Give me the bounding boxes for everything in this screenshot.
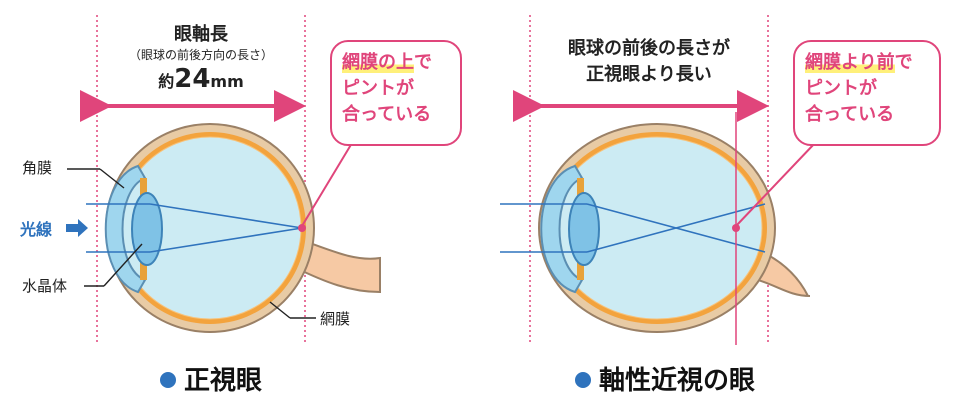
callout-right-line2: ピントが: [805, 78, 877, 99]
axial-length-title: 眼軸長: [174, 24, 228, 45]
caption-left-text: 正視眼: [184, 366, 263, 396]
focal-point-left: [298, 224, 306, 232]
axial-length-number: 24: [174, 64, 211, 94]
callout-right-highlight: 網膜より前: [805, 52, 895, 73]
callout-right-line1-rest: で: [894, 52, 913, 73]
axial-length-unit: mm: [210, 72, 244, 91]
right-header-line2: 正視眼より長い: [586, 64, 712, 85]
caption-right: 軸性近視の眼: [575, 360, 755, 397]
caption-dot-right: [575, 371, 591, 388]
left-eye: [66, 15, 381, 345]
callout-left-line3: 合っている: [342, 104, 432, 125]
callout-left-highlight: 網膜の上: [342, 52, 414, 73]
label-cornea: 角膜: [22, 159, 53, 177]
label-light: 光線: [20, 220, 53, 239]
axial-length-prefix: 約: [158, 72, 175, 91]
label-retina: 網膜: [320, 310, 351, 328]
callout-right: 網膜より前で ピントが 合っている: [793, 40, 941, 146]
callout-left-line2: ピントが: [342, 78, 414, 99]
callout-right-line3: 合っている: [805, 104, 895, 125]
focal-point-right: [732, 224, 740, 232]
right-header-line1: 眼球の前後の長さが: [568, 38, 730, 59]
callout-left-line1-rest: で: [414, 52, 432, 73]
right-header: 眼球の前後の長さが 正視眼より長い: [534, 36, 764, 88]
callout-left: 網膜の上で ピントが 合っている: [330, 40, 462, 146]
caption-dot-left: [160, 371, 176, 388]
caption-left: 正視眼: [160, 360, 262, 397]
axial-length-subtitle: （眼球の前後方向の長さ）: [128, 48, 273, 62]
light-arrow-icon: [66, 219, 88, 237]
axial-length-value: 約24mm: [101, 64, 301, 94]
optic-nerve: [295, 236, 381, 294]
label-lens: 水晶体: [22, 277, 68, 295]
caption-right-text: 軸性近視の眼: [599, 366, 756, 396]
right-eye: [500, 15, 816, 345]
cornea: [104, 164, 147, 294]
